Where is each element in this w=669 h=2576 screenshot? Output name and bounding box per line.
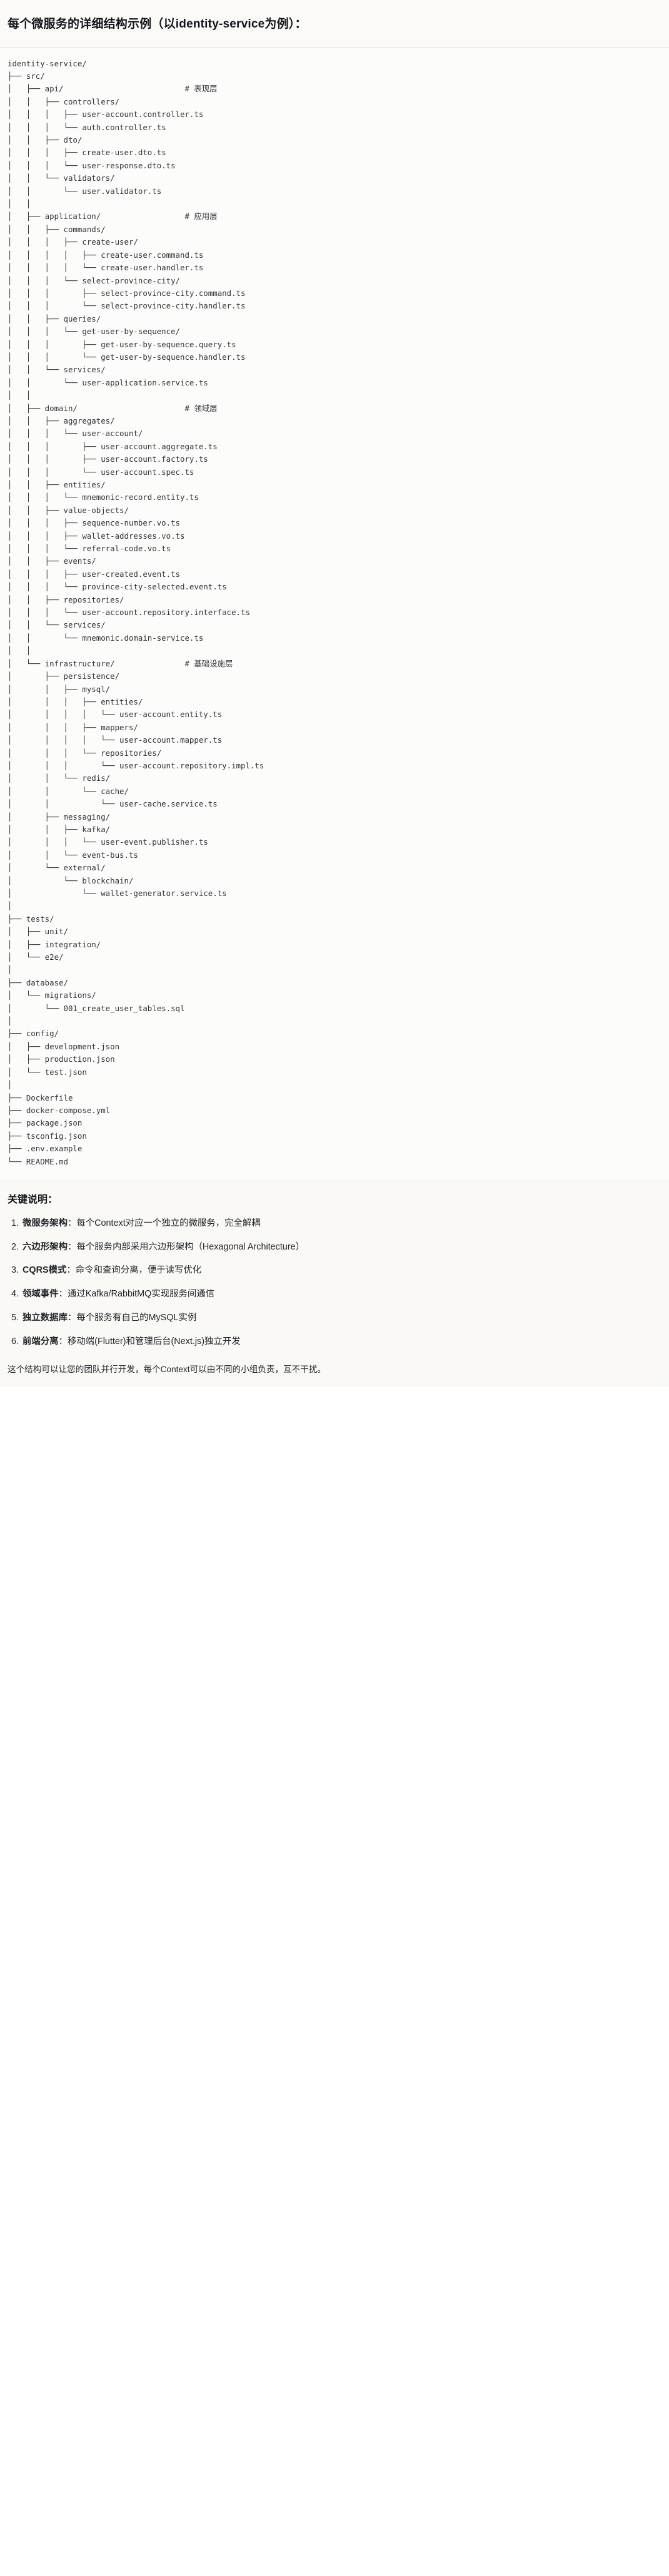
key-note-separator: ：	[66, 1265, 76, 1276]
page-root: 每个微服务的详细结构示例（以identity-service为例）： ident…	[0, 0, 669, 1387]
key-note-item: 前端分离：移动端(Flutter)和管理后台(Next.js)独立开发	[21, 1335, 661, 1348]
key-note-description: 移动端(Flutter)和管理后台(Next.js)独立开发	[67, 1336, 241, 1347]
key-note-term: 六边形架构	[23, 1241, 68, 1252]
key-note-separator: ：	[67, 1241, 77, 1252]
key-note-item: 微服务架构：每个Context对应一个独立的微服务，完全解耦	[21, 1217, 661, 1230]
key-note-description: 通过Kafka/RabbitMQ实现服务间通信	[67, 1289, 215, 1300]
key-note-term: 微服务架构	[23, 1218, 68, 1228]
key-note-description: 每个服务内部采用六边形架构（Hexagonal Architecture）	[76, 1241, 305, 1252]
key-note-term: 独立数据库	[23, 1313, 68, 1323]
key-note-item: 独立数据库：每个服务有自己的MySQL实例	[21, 1311, 661, 1325]
key-note-separator: ：	[67, 1313, 77, 1323]
key-note-item: 六边形架构：每个服务内部采用六边形架构（Hexagonal Architectu…	[21, 1241, 661, 1254]
heading-block: 每个微服务的详细结构示例（以identity-service为例）：	[0, 0, 669, 48]
key-notes-title: 关键说明：	[8, 1194, 58, 1205]
key-note-description: 每个Context对应一个独立的微服务，完全解耦	[76, 1218, 261, 1228]
key-note-term: CQRS模式	[23, 1265, 67, 1276]
key-note-separator: ：	[58, 1336, 68, 1347]
key-note-separator: ：	[67, 1218, 77, 1228]
key-note-term: 领域事件	[23, 1289, 59, 1300]
key-note-separator: ：	[58, 1289, 68, 1300]
key-notes-list: 微服务架构：每个Context对应一个独立的微服务，完全解耦六边形架构：每个服务…	[8, 1217, 661, 1348]
key-note-item: 领域事件：通过Kafka/RabbitMQ实现服务间通信	[21, 1288, 661, 1301]
directory-tree-block: identity-service/ ├── src/ │ ├── api/ # …	[0, 47, 669, 1181]
directory-tree: identity-service/ ├── src/ │ ├── api/ # …	[8, 58, 264, 1166]
key-note-description: 每个服务有自己的MySQL实例	[76, 1313, 197, 1323]
key-note-term: 前端分离	[23, 1336, 59, 1347]
key-note-description: 命令和查询分离，便于读写优化	[75, 1265, 202, 1276]
key-notes-block: 关键说明： 微服务架构：每个Context对应一个独立的微服务，完全解耦六边形架…	[0, 1181, 669, 1388]
closing-paragraph: 这个结构可以让您的团队并行开发，每个Context可以由不同的小组负责，互不干扰…	[8, 1364, 326, 1374]
page-title: 每个微服务的详细结构示例（以identity-service为例）：	[8, 18, 307, 31]
key-note-item: CQRS模式：命令和查询分离，便于读写优化	[21, 1264, 661, 1277]
